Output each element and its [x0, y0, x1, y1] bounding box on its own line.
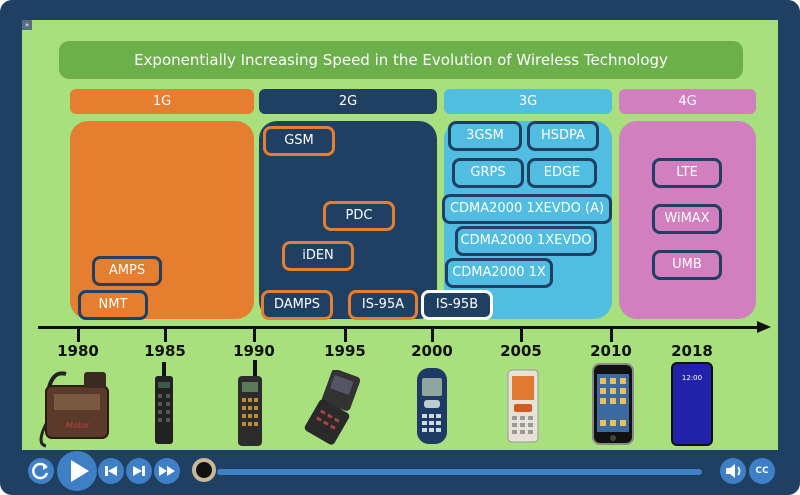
tech-edge[interactable]: EDGE [527, 158, 597, 188]
year-1995: 1995 [324, 342, 366, 360]
tick-1995 [344, 328, 347, 342]
tech-3gsm[interactable]: 3GSM [448, 121, 522, 151]
nokia-phone-icon [417, 368, 447, 444]
gen-header-1g: 1G [70, 89, 254, 114]
walkman-phone-icon [507, 369, 539, 443]
tech-gsm[interactable]: GSM [263, 126, 335, 156]
tick-1985 [164, 328, 167, 342]
tech-nmt[interactable]: NMT [78, 290, 148, 320]
progress-knob[interactable] [192, 458, 216, 482]
fast-forward-icon [159, 466, 175, 476]
slide-title: Exponentially Increasing Speed in the Ev… [59, 41, 743, 79]
tick-1990 [253, 328, 256, 342]
smartphone-icon: 12:00 [671, 362, 713, 446]
year-1980: 1980 [57, 342, 99, 360]
captions-button[interactable]: CC [749, 458, 775, 484]
tech-umb[interactable]: UMB [652, 250, 722, 280]
replay-button[interactable] [28, 458, 54, 484]
tech-cdma2000-1xevdo[interactable]: CDMA2000 1XEVDO [455, 226, 597, 256]
flip-phone-icon [304, 370, 361, 445]
year-1985: 1985 [144, 342, 186, 360]
tech-pdc[interactable]: PDC [323, 201, 395, 231]
play-button[interactable] [57, 451, 97, 491]
year-2000: 2000 [411, 342, 453, 360]
gen-header-2g: 2G [259, 89, 437, 114]
player-controls: CC [22, 450, 778, 492]
year-1990: 1990 [233, 342, 275, 360]
tick-2010 [610, 328, 613, 342]
progress-bar[interactable] [217, 469, 702, 475]
tick-2005 [520, 328, 523, 342]
tech-iden[interactable]: iDEN [282, 241, 354, 271]
volume-button[interactable] [720, 458, 746, 484]
slide-stage: Exponentially Increasing Speed in the Ev… [22, 20, 778, 450]
bag-phone-icon: Motor [39, 371, 109, 448]
year-2010: 2010 [590, 342, 632, 360]
tech-cdma2000-1x[interactable]: CDMA2000 1X [445, 258, 553, 288]
tech-damps[interactable]: DAMPS [261, 290, 333, 320]
volume-icon [726, 464, 741, 478]
tech-hsdpa[interactable]: HSDPA [527, 121, 599, 151]
keypad-phone-icon [238, 360, 262, 446]
svg-text:Motor: Motor [66, 421, 90, 430]
tech-lte[interactable]: LTE [652, 158, 722, 188]
next-button[interactable] [126, 458, 152, 484]
brick-phone-icon [155, 362, 173, 444]
timeline-arrow [757, 321, 771, 333]
gen-header-4g: 4G [619, 89, 756, 114]
smartphone-time: 12:00 [681, 374, 703, 382]
tech-is95a[interactable]: IS-95A [348, 290, 418, 320]
skip-icon[interactable]: » [22, 20, 32, 30]
tick-2000 [431, 328, 434, 342]
timeline-axis [38, 326, 760, 329]
tech-wimax[interactable]: WiMAX [652, 204, 722, 234]
play-icon [71, 460, 89, 482]
tech-grps[interactable]: GRPS [452, 158, 524, 188]
panel-1g [70, 121, 254, 319]
tech-amps[interactable]: AMPS [92, 256, 162, 286]
previous-icon [105, 466, 117, 476]
tech-cdma2000-1xevdo-a[interactable]: CDMA2000 1XEVDO (A) [442, 194, 612, 224]
year-2018: 2018 [671, 342, 713, 360]
fast-forward-button[interactable] [154, 458, 180, 484]
previous-button[interactable] [98, 458, 124, 484]
iphone-icon [592, 363, 634, 445]
tick-1980 [77, 328, 80, 342]
gen-header-3g: 3G [444, 89, 612, 114]
year-2005: 2005 [500, 342, 542, 360]
next-icon [133, 466, 145, 476]
tech-is95b[interactable]: IS-95B [421, 290, 493, 320]
replay-icon [32, 462, 49, 480]
